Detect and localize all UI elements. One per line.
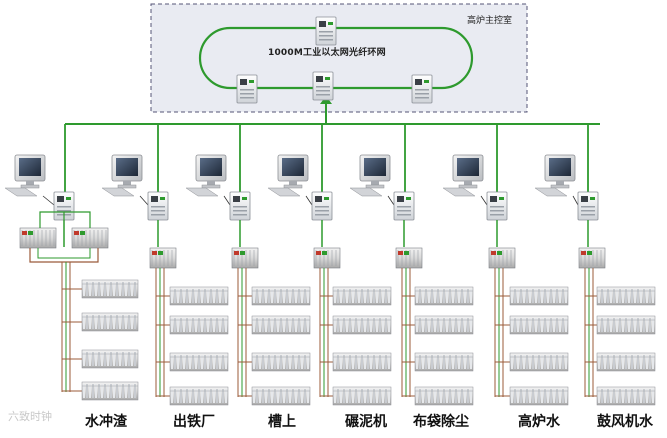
ring-switch-left: [236, 74, 258, 104]
plc-rack-a: [19, 227, 57, 249]
watermark-text: 六致时钟: [8, 410, 52, 423]
station-switch-icon: [577, 191, 599, 221]
workstation-cable: [572, 195, 579, 206]
plc-rack: [578, 247, 606, 269]
workstation-icon: [534, 154, 576, 197]
ring-switches: [236, 16, 433, 104]
station-label-blower-water: 鼓风机水: [597, 414, 653, 430]
workstation-icon: [101, 154, 143, 197]
io-rack-4: [596, 386, 656, 406]
io-rack-4: [251, 386, 311, 406]
station-tapping-house: [101, 124, 229, 406]
io-rack-1: [251, 286, 311, 306]
io-rack-4: [81, 381, 139, 401]
io-rack-1: [596, 286, 656, 306]
station-switch-icon: [393, 191, 415, 221]
workstation-icon: [185, 154, 227, 197]
io-rack-1: [169, 286, 229, 306]
station-blower-water: [534, 124, 656, 406]
io-rack-3: [251, 352, 311, 372]
station-switch-icon: [486, 191, 508, 221]
io-rack-2: [169, 315, 229, 335]
io-rack-3: [332, 352, 392, 372]
io-rack-3: [169, 352, 229, 372]
io-rack-1: [81, 279, 139, 299]
plc-rack: [149, 247, 177, 269]
station-label-tapping-house: 出铁厂: [173, 414, 215, 430]
redundancy-link-b: [64, 211, 91, 228]
station-water-slag: [4, 124, 139, 401]
io-rack-2: [251, 315, 311, 335]
io-rack-3: [596, 352, 656, 372]
station-switch-icon: [311, 191, 333, 221]
control-room-box: [150, 3, 528, 113]
ring-switch-center: [312, 71, 334, 101]
io-rack-1: [414, 286, 474, 306]
io-rack-2: [332, 315, 392, 335]
station-label-bin-top: 槽上: [268, 414, 296, 430]
workstation-cable: [305, 195, 313, 206]
station-mud-mill: [267, 124, 392, 406]
station-switch-icon: [147, 191, 169, 221]
workstation-cable: [139, 195, 149, 206]
plc-rack: [231, 247, 259, 269]
field-bus-loop: [29, 248, 99, 263]
io-rack-2: [596, 315, 656, 335]
field-bus-loop-2: [37, 248, 91, 259]
io-rack-4: [169, 386, 229, 406]
io-rack-2: [81, 312, 139, 332]
ring-switch-top: [315, 16, 337, 46]
io-rack-1: [332, 286, 392, 306]
station-switch-icon: [229, 191, 251, 221]
io-rack-1: [509, 286, 569, 306]
station-bin-top: [185, 124, 311, 406]
io-rack-2: [509, 315, 569, 335]
io-rack-3: [414, 352, 474, 372]
workstation-cable: [223, 195, 231, 206]
control-room-title: 高炉主控室: [467, 16, 513, 26]
workstation-cable: [387, 195, 395, 206]
plc-rack: [395, 247, 423, 269]
workstation-cable: [42, 195, 55, 206]
ring-switch-right: [411, 74, 433, 104]
plc-rack: [313, 247, 341, 269]
plc-rack-b: [71, 227, 109, 249]
io-rack-4: [414, 386, 474, 406]
workstation-icon: [267, 154, 309, 197]
station-bag-dust: [349, 124, 474, 406]
workstation-icon: [349, 154, 391, 197]
station-label-water-slag: 水冲渣: [85, 414, 127, 430]
redundancy-link-a: [39, 211, 65, 228]
io-rack-3: [509, 352, 569, 372]
io-rack-4: [332, 386, 392, 406]
station-label-furnace-water: 高炉水: [518, 414, 560, 430]
workstation-cable: [480, 195, 488, 206]
io-rack-3: [81, 349, 139, 369]
io-rack-2: [414, 315, 474, 335]
station-furnace-water: [442, 124, 569, 406]
workstation-icon: [442, 154, 484, 197]
io-rack-4: [509, 386, 569, 406]
workstation-icon: [4, 154, 46, 197]
station-label-bag-dust: 布袋除尘: [413, 414, 469, 430]
plc-rack: [488, 247, 516, 269]
station-label-mud-mill: 碾泥机: [345, 414, 387, 430]
stations-layer: [4, 124, 656, 406]
ring-network-label: 1000M工业以太网光纤环网: [268, 48, 386, 58]
